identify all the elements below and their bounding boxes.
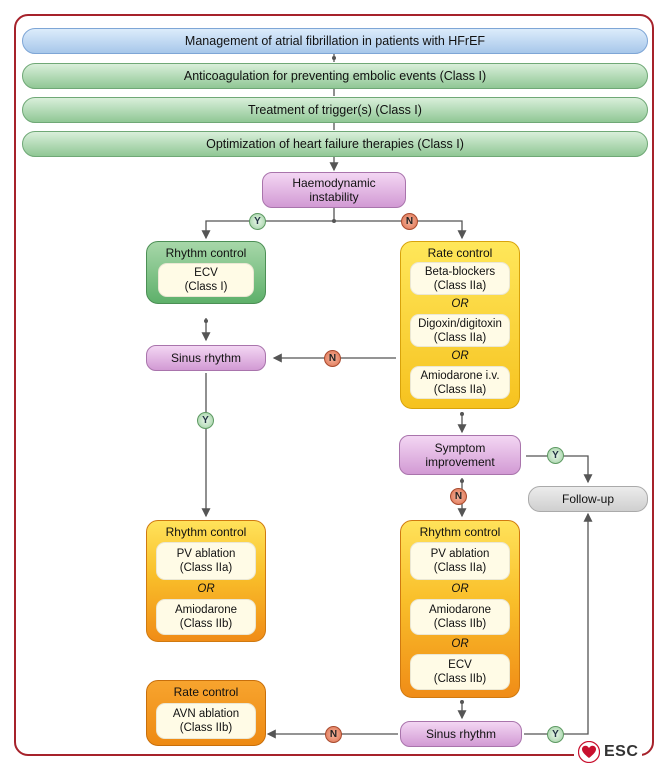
pv-ablation-item: PV ablation (Class IIa) bbox=[410, 542, 510, 580]
or-label: OR bbox=[451, 638, 469, 650]
rate-control-panel: Rate control Beta-blockers (Class IIa) O… bbox=[400, 241, 520, 409]
rhythm-control-left-panel: Rhythm control PV ablation (Class IIa) O… bbox=[146, 520, 266, 642]
esc-logo-text: ESC bbox=[604, 743, 639, 760]
haemodynamic-line2: instability bbox=[309, 190, 359, 204]
anticoagulation-text: Anticoagulation for preventing embolic e… bbox=[183, 69, 487, 83]
rhythm-control-ecv-panel: Rhythm control ECV (Class I) bbox=[146, 241, 266, 304]
pv-ablation-item: PV ablation (Class IIa) bbox=[156, 542, 256, 580]
ecv-item: ECV (Class IIb) bbox=[410, 654, 510, 690]
panel-title: Rate control bbox=[173, 685, 239, 699]
diagram-frame bbox=[14, 14, 654, 756]
panel-title: Rate control bbox=[427, 246, 493, 260]
ecv-item: ECV (Class I) bbox=[158, 263, 254, 297]
title-text: Management of atrial fibrillation in pat… bbox=[184, 34, 486, 48]
beta-blockers-item: Beta-blockers (Class IIa) bbox=[410, 262, 510, 295]
panel-title: Rhythm control bbox=[165, 525, 247, 539]
or-label: OR bbox=[197, 583, 215, 595]
yes-badge-sinus: Y bbox=[197, 412, 214, 429]
haemodynamic-line1: Haemodynamic bbox=[292, 176, 376, 190]
yes-badge-instability: Y bbox=[249, 213, 266, 230]
rhythm-control-right-panel: Rhythm control PV ablation (Class IIa) O… bbox=[400, 520, 520, 698]
anticoagulation-bar: Anticoagulation for preventing embolic e… bbox=[22, 63, 648, 89]
symptom-improvement-node: Symptom improvement bbox=[399, 435, 521, 475]
sinus-rhythm-node: Sinus rhythm bbox=[146, 345, 266, 371]
amiodarone-iv-item: Amiodarone i.v. (Class IIa) bbox=[410, 366, 510, 399]
trigger-text: Treatment of trigger(s) (Class I) bbox=[248, 103, 422, 117]
sinus-rhythm-final-node: Sinus rhythm bbox=[400, 721, 522, 747]
follow-up-node: Follow-up bbox=[528, 486, 648, 512]
amiodarone-item: Amiodarone (Class IIb) bbox=[156, 599, 256, 635]
panel-title: Rhythm control bbox=[165, 246, 247, 260]
heart-icon bbox=[578, 741, 600, 763]
no-badge-final: N bbox=[325, 726, 342, 743]
optimization-bar: Optimization of heart failure therapies … bbox=[22, 131, 648, 157]
digoxin-item: Digoxin/digitoxin (Class IIa) bbox=[410, 314, 510, 347]
amiodarone-item: Amiodarone (Class IIb) bbox=[410, 599, 510, 635]
or-label: OR bbox=[451, 298, 469, 310]
trigger-bar: Treatment of trigger(s) (Class I) bbox=[22, 97, 648, 123]
haemodynamic-instability-node: Haemodynamic instability bbox=[262, 172, 406, 208]
no-badge-instability: N bbox=[401, 213, 418, 230]
yes-badge-symptom: Y bbox=[547, 447, 564, 464]
or-label: OR bbox=[451, 350, 469, 362]
avn-ablation-item: AVN ablation (Class IIb) bbox=[156, 703, 256, 739]
no-badge-sinus: N bbox=[324, 350, 341, 367]
no-badge-symptom: N bbox=[450, 488, 467, 505]
esc-logo: ESC bbox=[574, 741, 643, 763]
title-bar: Management of atrial fibrillation in pat… bbox=[22, 28, 648, 54]
rate-control-avn-panel: Rate control AVN ablation (Class IIb) bbox=[146, 680, 266, 746]
optimization-text: Optimization of heart failure therapies … bbox=[206, 137, 464, 151]
or-label: OR bbox=[451, 583, 469, 595]
panel-title: Rhythm control bbox=[419, 525, 501, 539]
yes-badge-final: Y bbox=[547, 726, 564, 743]
